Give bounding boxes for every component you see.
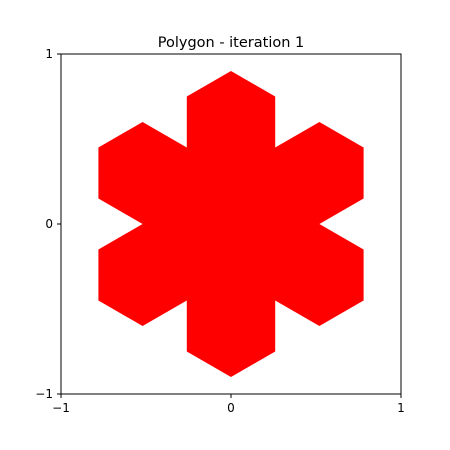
x-tick-label: 0 (227, 401, 235, 415)
x-axis: −1 0 1 (52, 394, 405, 415)
y-axis: −1 0 1 (35, 47, 61, 401)
x-tick-label: 1 (397, 401, 405, 415)
y-tick-label: 0 (45, 217, 53, 231)
chart-title: Polygon - iteration 1 (158, 35, 305, 51)
x-tick-label: −1 (52, 401, 70, 415)
y-tick-label: −1 (35, 387, 53, 401)
polygon-shape (98, 71, 364, 377)
plot-frame (60, 53, 402, 395)
y-tick-label: 1 (45, 47, 53, 61)
plot-area (98, 71, 364, 377)
